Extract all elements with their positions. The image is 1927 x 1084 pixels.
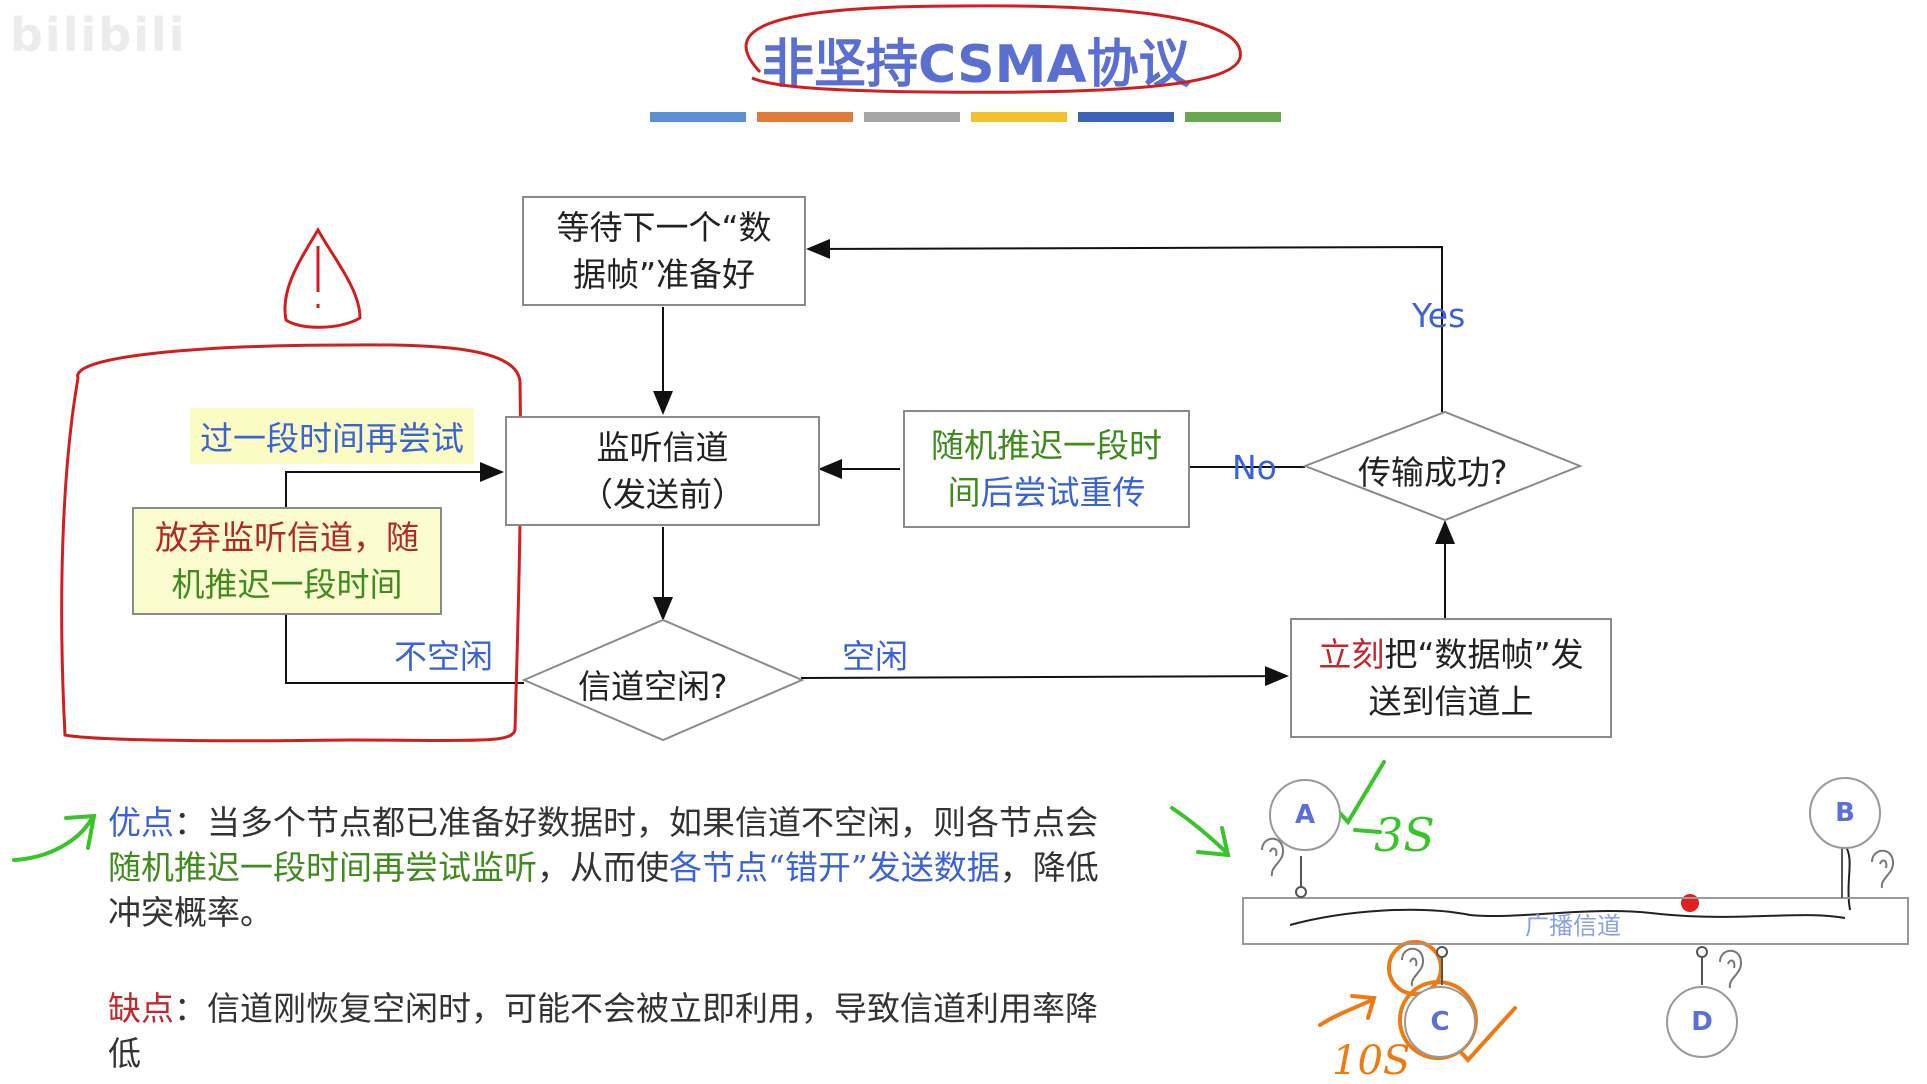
random-backoff-retry-box: 随机推迟一段时 间后尝试重传 <box>903 410 1190 528</box>
line-busy <box>285 613 524 684</box>
node-c-tap <box>1436 946 1448 958</box>
color-bar <box>650 112 746 122</box>
listen-channel-box: 监听信道 （发送前） <box>505 416 820 526</box>
label-yes: Yes <box>1412 296 1466 335</box>
advantage-t2: 随机推迟一段时间再尝试监听 <box>108 848 537 887</box>
giveup-box-line1: 放弃监听信道，随 <box>155 518 419 557</box>
advantage-t3: ，从而使 <box>537 848 669 887</box>
listen-box-line2: （发送前） <box>580 475 745 514</box>
color-bar <box>864 112 960 122</box>
advantage-arrow <box>12 816 94 862</box>
disadvantage-text: 缺点：信道刚恢复空闲时，可能不会被立即利用，导致信道利用率降低 <box>108 989 1098 1073</box>
advantage-t1: 当多个节点都已准备好数据时，如果信道不空闲，则各节点会 <box>207 803 1098 842</box>
retry-later-label: 过一段时间再尝试 <box>190 408 474 464</box>
node-b: B <box>1809 777 1881 849</box>
node-b-ear-icon <box>1871 849 1895 889</box>
wait-for-frame-box: 等待下一个“数 据帧”准备好 <box>522 196 806 306</box>
collision-dot <box>1681 894 1699 912</box>
node-c-arrow-head <box>1350 994 1377 1020</box>
label-no: No <box>1232 448 1277 487</box>
giveup-box-line2: 机推迟一段时间 <box>171 565 403 604</box>
advantage-arrow-head <box>64 813 97 850</box>
node-d-ear-icon <box>1719 949 1743 989</box>
give-up-backoff-box: 放弃监听信道，随 机推迟一段时间 <box>132 507 442 615</box>
bus-bar <box>1242 897 1909 945</box>
node-c-ear-icon <box>1401 947 1425 987</box>
wait-box-line2: 据帧”准备好 <box>572 255 756 294</box>
retry-box-line2-rest: 后尝试重传 <box>980 473 1146 512</box>
node-a-arrow-head <box>1196 826 1231 858</box>
advantage-t5: ，降低冲突概率。 <box>108 848 1099 932</box>
watermark: bilibili <box>10 8 187 62</box>
node-c: C <box>1404 986 1476 1058</box>
disadvantage-heading: 缺点 <box>108 989 174 1028</box>
node-a-tap <box>1295 886 1307 898</box>
advantage-heading: 优点 <box>108 803 174 842</box>
color-bar <box>1185 112 1281 122</box>
node-a-tick-arrow <box>1353 828 1382 834</box>
send-frame-box: 立刻把“数据帧”发 送到信道上 <box>1290 618 1612 738</box>
disadvantage-body: 信道刚恢复空闲时，可能不会被立即利用，导致信道利用率降低 <box>108 989 1098 1073</box>
arrow-yes-to-wait <box>806 238 1443 412</box>
node-c-arrow <box>1318 998 1374 1027</box>
idle-diamond-shape <box>521 618 805 742</box>
retry-box-line2-prefix: 间 <box>947 473 981 512</box>
node-a-annotation: 3S <box>1374 808 1435 862</box>
color-bar <box>971 112 1067 122</box>
node-a: A <box>1269 779 1341 851</box>
color-bar <box>1078 112 1174 122</box>
advantage-text: 优点：当多个节点都已准备好数据时，如果信道不空闲，则各节点会随机推迟一段时间再尝… <box>108 803 1099 932</box>
node-d-tap <box>1696 946 1708 958</box>
arrow-idle-to-send <box>800 666 1289 687</box>
send-box-line1: 把“数据帧”发 <box>1384 635 1584 674</box>
idle-diamond-text: 信道空闲? <box>578 667 728 706</box>
collision-scribble <box>1289 908 1846 926</box>
red-annotations <box>60 4 1851 926</box>
green-annotations <box>12 760 1386 862</box>
label-busy: 不空闲 <box>394 637 493 676</box>
wait-box-line1: 等待下一个“数 <box>556 208 772 247</box>
node-d: D <box>1666 986 1738 1058</box>
advantage-t4: 各节点“错开”发送数据 <box>669 848 1000 887</box>
warning-triangle <box>283 227 362 329</box>
title-circle <box>744 4 1242 94</box>
send-box-prefix: 立刻 <box>1318 635 1385 674</box>
retry-box-line1: 随机推迟一段时 <box>931 426 1162 465</box>
arrow-giveup-to-listen <box>285 462 504 507</box>
node-a-ear-icon <box>1261 837 1285 877</box>
color-bar <box>757 112 853 122</box>
success-diamond-text: 传输成功? <box>1358 453 1508 492</box>
page-title: 非坚持CSMA协议 <box>762 35 1191 95</box>
busy-loop-circle <box>60 343 523 743</box>
node-a-arrow <box>1170 806 1228 854</box>
collision-scribble-b <box>1844 844 1851 911</box>
label-idle: 空闲 <box>842 637 908 676</box>
bus-label: 广播信道 <box>1525 912 1621 940</box>
listen-box-line1: 监听信道 <box>596 428 729 467</box>
success-diamond-shape <box>1302 410 1583 522</box>
node-c-annotation: 10S <box>1332 1038 1411 1084</box>
send-box-line2: 送到信道上 <box>1368 682 1534 721</box>
